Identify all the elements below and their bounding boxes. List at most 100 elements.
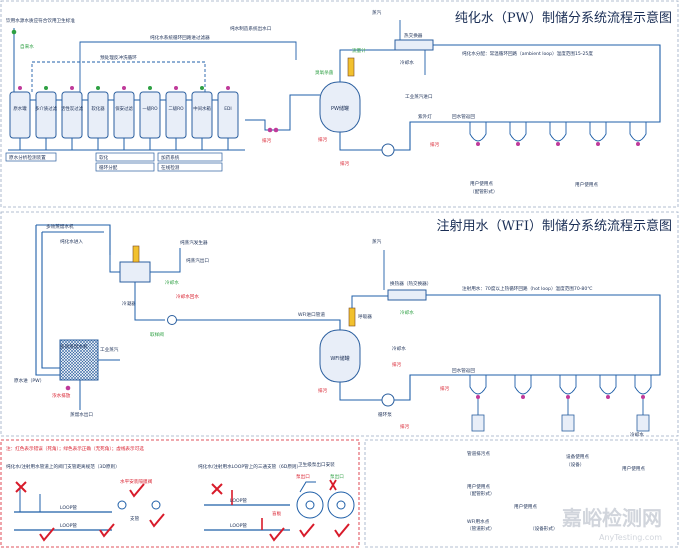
- wfi-inlet-label: WFI进口管道: [298, 311, 325, 318]
- wfi-steam-in: 工业蒸汽: [100, 346, 119, 353]
- pw-heat-exchanger: [394, 39, 434, 51]
- use-point-valve-icon[interactable]: [641, 395, 645, 399]
- pw-summary-label: 在线检测: [161, 164, 180, 171]
- use-point-valve-icon[interactable]: [521, 395, 525, 399]
- pw-drain2: 排污: [318, 136, 328, 143]
- legend-p1-b: LOOP管: [60, 522, 77, 529]
- wfi-pump-label: 循环泵: [378, 411, 392, 418]
- pw-equipment-3: 活性炭过滤: [61, 86, 88, 150]
- pw-summary-box: [95, 162, 155, 172]
- pw-steam-label: 蒸汽: [372, 9, 382, 16]
- legend-p2-a: LOOP管: [230, 497, 247, 504]
- pw-summary-box: [157, 162, 223, 172]
- pw-equipment-1: 原水罐: [9, 86, 36, 150]
- pw-drain3: 排污: [340, 160, 350, 167]
- check-mark-icon: [334, 523, 350, 538]
- bottom-note3: （设备形式）: [530, 525, 558, 532]
- pw-sterilize-label: 臭氧杀菌: [315, 69, 334, 76]
- wfi-drain2: 排污: [400, 423, 410, 430]
- wfi-small-pump-icon[interactable]: [167, 315, 177, 325]
- edi-icon[interactable]: [226, 86, 230, 90]
- wfi-vent-filter-icon: [348, 307, 356, 327]
- legend-panel2-title: 纯化水/注射用水LOOP管上的三通支管（6D原则）: [198, 463, 301, 470]
- diaphragm-valve-icon: [117, 500, 127, 510]
- pump-volute-icon: [296, 491, 324, 519]
- ro2-icon[interactable]: [174, 86, 178, 90]
- use-point-valve-icon[interactable]: [606, 395, 610, 399]
- legend-p1-a: LOOP管: [60, 504, 77, 511]
- wfi-drain4: 排污: [440, 385, 450, 392]
- pw-equipment-label: 保安过滤: [115, 105, 133, 112]
- intermediate-tank-icon[interactable]: [200, 86, 204, 90]
- pw-pump-icon[interactable]: [381, 143, 395, 157]
- pw-equipment-5: 保安过滤: [113, 86, 140, 150]
- wfi-p3: （配管形式）: [467, 490, 495, 497]
- pw-title: 纯化水（PW）制储分系统流程示意图: [455, 10, 672, 26]
- wfi-p5: 设备使用点: [566, 453, 589, 460]
- pump-volute-icon: [327, 491, 355, 519]
- use-point: [589, 122, 607, 146]
- pw-cooling-label: 冷却水: [400, 59, 414, 66]
- softener-icon[interactable]: [96, 86, 100, 90]
- carbon-filter-icon[interactable]: [70, 86, 74, 90]
- pw-equipment-label: 多介质过滤: [35, 105, 58, 112]
- wfi-still-valve-icon[interactable]: [65, 385, 71, 391]
- raw-water-tank-icon[interactable]: [18, 86, 22, 90]
- pw-equipment-7: 二级RO: [165, 86, 192, 150]
- wrong-mark-icon: [15, 481, 27, 493]
- use-point-valve-icon[interactable]: [476, 395, 480, 399]
- ro1-icon[interactable]: [148, 86, 152, 90]
- pw-heatx-label: 热交换器: [404, 32, 423, 39]
- wfi-gen-out: 纯蒸汽出口: [186, 257, 209, 264]
- wrong-mark-icon: [329, 479, 337, 491]
- legend-p1-d: 水平安装隔膜阀: [120, 478, 153, 485]
- check-mark-icon: [299, 523, 315, 538]
- use-point-valve-icon[interactable]: [596, 142, 600, 146]
- check-mark-icon: [99, 523, 115, 538]
- use-point-valve-icon[interactable]: [476, 142, 480, 146]
- pw-equipment-9: EDI: [217, 86, 239, 150]
- use-point: [514, 375, 532, 399]
- legend-panel1-title: 纯化水/注射用水管道上的阀门支管距离规范（3D原则）: [6, 463, 120, 470]
- pw-summary-label: 加药系统: [161, 154, 180, 161]
- wfi-cool2: 冷却水回水: [176, 293, 199, 300]
- legend-frame: [0, 439, 360, 548]
- pw-equipment-label: 原水罐: [13, 105, 27, 112]
- wfi-drain3: 排污: [392, 361, 402, 368]
- use-point: [599, 375, 617, 399]
- wfi-loop-note: 注射用水：70度以上热循环回路（hot loop）温度范围70-80℃: [462, 285, 592, 292]
- wfi-p1: 管道排污点: [467, 450, 490, 457]
- pw-tap-label: 自来水: [20, 43, 34, 50]
- bottom-right-frame: [364, 439, 679, 548]
- use-point-valve-icon[interactable]: [636, 142, 640, 146]
- pw-equipment-label: 软化器: [91, 105, 105, 112]
- use-point-valve-icon[interactable]: [566, 395, 570, 399]
- legend-p2-c: 盲板: [272, 510, 282, 517]
- wfi-p2: 用户使用点: [467, 483, 490, 490]
- wfi-tank-label: WFI储罐: [330, 355, 349, 362]
- wfi-gen-label: 纯蒸汽发生器: [180, 239, 208, 246]
- use-point-valve-icon[interactable]: [516, 142, 520, 146]
- pw-summary-label: 循环分配: [99, 164, 118, 171]
- pw-raw-note: 饮用水源水质应符合饮用卫生标准: [6, 17, 75, 24]
- multimedia-filter-icon[interactable]: [44, 86, 48, 90]
- wfi-feed-label: 纯化水进入: [60, 238, 83, 245]
- pw-edi-valve-icon[interactable]: [267, 127, 273, 133]
- wfi-dist-out: 蒸馏水出口: [70, 411, 93, 418]
- cartridge-filter-icon[interactable]: [122, 86, 126, 90]
- pw-inlet-valve-icon[interactable]: [11, 29, 17, 35]
- wfi-p6: （设备）: [566, 461, 584, 468]
- wfi-cond-label: 冷凝器: [122, 300, 136, 307]
- pw-tank-label: PW储罐: [331, 105, 349, 112]
- wfi-vent-label: 呼吸器: [358, 313, 372, 320]
- wfi-p4: 用户使用点: [514, 503, 537, 510]
- wfi-steam-label: 蒸汽: [372, 238, 382, 245]
- pw-summary-label: 软化: [99, 154, 109, 161]
- use-point: [634, 375, 652, 432]
- use-point-valve-icon[interactable]: [556, 142, 560, 146]
- pw-drain1: 排污: [262, 137, 272, 144]
- pw-upper-recirc-label: 预处理反冲洗循环: [100, 54, 137, 61]
- wfi-pump-icon[interactable]: [381, 393, 395, 407]
- diaphragm-valve-icon: [151, 500, 161, 510]
- wfi-sampling: 取样阀: [150, 331, 164, 338]
